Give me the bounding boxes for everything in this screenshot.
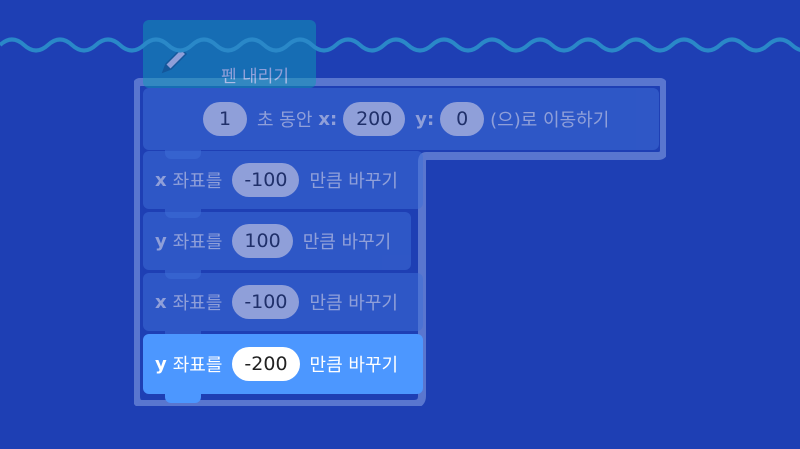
wave-line (0, 37, 800, 53)
change-suffix: 만큼 바꾸기 (309, 293, 398, 314)
coord-label: 좌표를 (172, 355, 223, 376)
pen-down-block[interactable]: 펜 내리기 (143, 20, 316, 88)
axis-label: x (155, 291, 167, 313)
glide-suffix: (으)로 이동하기 (490, 110, 610, 131)
pencil-icon (161, 47, 188, 74)
change-suffix: 만큼 바꾸기 (309, 171, 398, 192)
change-x-input[interactable]: -100 (232, 285, 300, 319)
seconds-input[interactable]: 1 (203, 102, 247, 136)
x-label: x: (318, 108, 338, 130)
coord-label: 좌표를 (172, 171, 223, 192)
change-suffix: 만큼 바꾸기 (309, 355, 399, 376)
change-y-input[interactable]: 100 (232, 224, 293, 258)
x-input[interactable]: 200 (343, 102, 406, 136)
block-notch (165, 393, 201, 403)
y-input[interactable]: 0 (440, 102, 485, 136)
coord-label: 좌표를 (172, 293, 223, 314)
axis-label: x (155, 169, 167, 191)
coord-label: 좌표를 (172, 232, 223, 253)
glide-to-xy-block[interactable]: 1 초 동안 x: 200 y: 0 (으)로 이동하기 (143, 88, 659, 159)
pen-down-label: 펜 내리기 (221, 67, 289, 87)
change-x-input[interactable]: -100 (232, 163, 300, 197)
change-suffix: 만큼 바꾸기 (302, 232, 392, 253)
change-y-input[interactable]: -200 (232, 347, 300, 381)
seconds-label: 초 동안 (257, 110, 313, 131)
axis-label: y (155, 230, 167, 252)
axis-label: y (155, 353, 167, 375)
y-label: y: (415, 108, 435, 130)
